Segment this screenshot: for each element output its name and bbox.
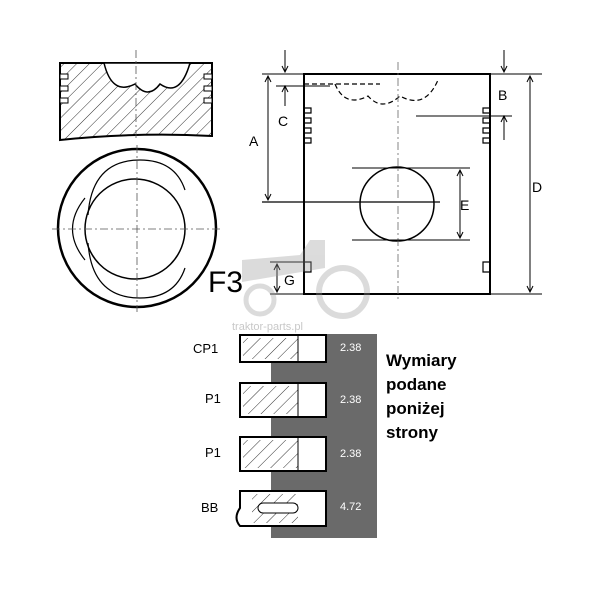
note-line-4: strony	[386, 423, 439, 442]
ring-label-cp1: CP1	[193, 341, 218, 356]
ring-p1-first	[239, 382, 327, 418]
piston-section-view	[59, 50, 213, 142]
ring-label-p1-second: P1	[205, 445, 221, 460]
ring-value-cp1: 2.38	[340, 342, 361, 354]
ring-value-p1-first: 2.38	[340, 394, 361, 406]
ring-value-bb: 4.72	[340, 501, 361, 513]
dim-label-a: A	[249, 133, 259, 149]
dim-label-e: E	[460, 197, 469, 213]
ring-bb	[235, 490, 327, 527]
watermark-logo	[242, 240, 370, 319]
dim-label-d: D	[532, 179, 542, 195]
dim-label-b: B	[498, 87, 507, 103]
dim-label-g: G	[284, 272, 295, 288]
ring-cp1	[239, 334, 327, 363]
piston-side-view	[262, 50, 542, 300]
ring-label-bb: BB	[201, 500, 218, 515]
ring-label-p1-first: P1	[205, 391, 221, 406]
note-line-2: podane	[386, 375, 446, 394]
note-line-3: poniżej	[386, 399, 445, 418]
ring-value-p1-second: 2.38	[340, 448, 361, 460]
model-designation: F3	[208, 266, 243, 299]
piston-top-view	[52, 145, 222, 312]
note-line-1: Wymiary	[386, 351, 457, 370]
dim-label-c: C	[278, 113, 288, 129]
ring-p1-second	[239, 436, 327, 472]
watermark-text: traktor-parts.pl	[232, 321, 303, 333]
